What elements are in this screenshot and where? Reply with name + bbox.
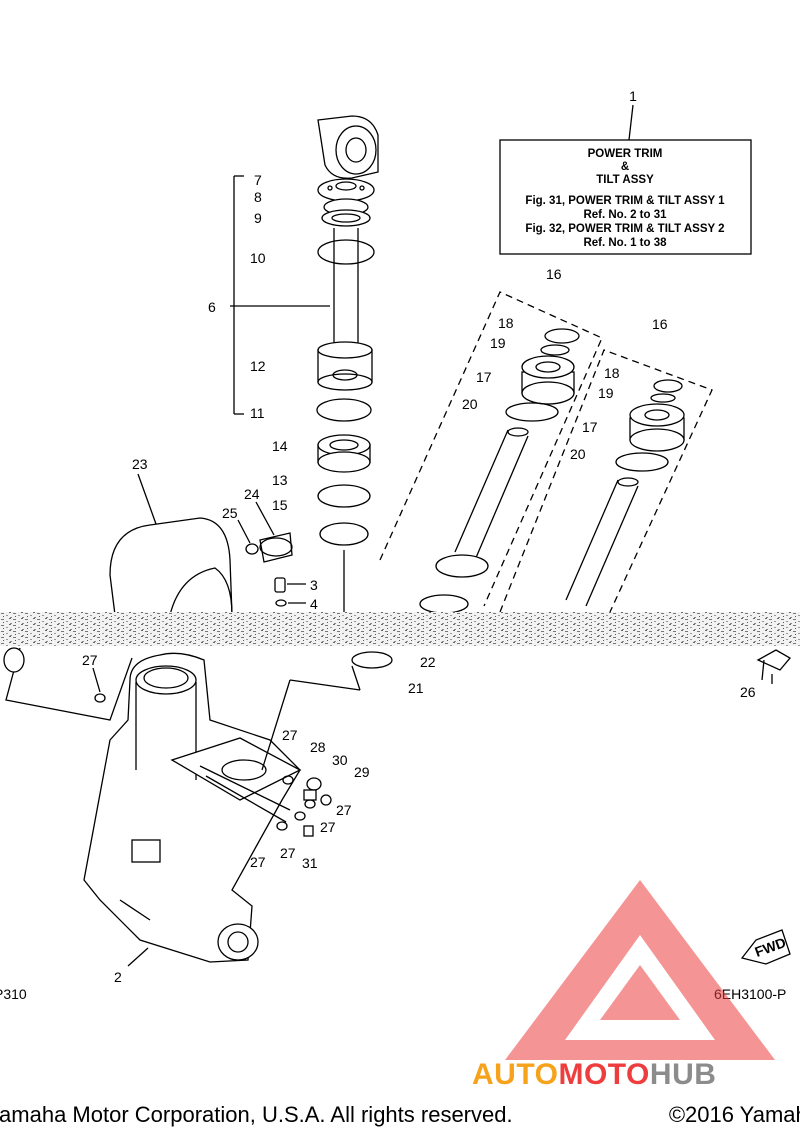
- cylinder-kit-right: [499, 349, 713, 613]
- part-label-15: 15: [272, 497, 288, 513]
- part-label-17-right: 17: [582, 419, 598, 435]
- part-label-2: 2: [114, 969, 122, 985]
- part-label-6: 6: [208, 299, 216, 315]
- cylinder-kit-left: [379, 291, 603, 614]
- watermark-part-2: MOTO: [558, 1058, 650, 1091]
- tilt-rod-assembly: [230, 115, 379, 612]
- part-label-23: 23: [132, 456, 148, 472]
- part-label-13: 13: [272, 472, 288, 488]
- part-label-4: 4: [310, 596, 318, 612]
- part-label-27-c: 27: [336, 802, 352, 818]
- upper-components-left: [109, 473, 306, 616]
- part-label-27-f: 27: [250, 854, 266, 870]
- diagram-code-right: 6EH3100-P: [714, 986, 786, 1002]
- part-label-24: 24: [244, 486, 260, 502]
- copyright-left: Yamaha Motor Corporation, U.S.A. All rig…: [0, 1102, 513, 1127]
- part-label-22: 22: [420, 654, 436, 670]
- part-label-20-right: 20: [570, 446, 586, 462]
- part-label-20-left: 20: [462, 396, 478, 412]
- part-label-31: 31: [302, 855, 318, 871]
- scan-noise-band: [0, 612, 800, 646]
- part-label-12: 12: [250, 358, 266, 374]
- part-label-29: 29: [354, 764, 370, 780]
- watermark-brand: AUTOMOTOHUB: [472, 1058, 716, 1092]
- reference-box: [499, 104, 752, 255]
- part-label-8: 8: [254, 189, 262, 205]
- part-label-17-left: 17: [476, 369, 492, 385]
- part-label-9: 9: [254, 210, 262, 226]
- part-label-26: 26: [740, 684, 756, 700]
- part-label-16-right: 16: [652, 316, 668, 332]
- part-label-11: 11: [250, 405, 265, 421]
- part-label-18-right: 18: [604, 365, 620, 381]
- box-line-5: Ref. No. 2 to 31: [583, 209, 667, 221]
- box-line-2: &: [621, 161, 629, 173]
- part-label-16-left: 16: [546, 266, 562, 282]
- part-label-19-right: 19: [598, 385, 614, 401]
- part-label-27-b: 27: [282, 727, 298, 743]
- part-label-27-a: 27: [82, 652, 98, 668]
- diagram-code-left: P310: [0, 986, 27, 1002]
- small-fittings: [92, 649, 791, 837]
- box-line-3: TILT ASSY: [596, 174, 654, 186]
- part-label-27-d: 27: [320, 819, 336, 835]
- part-label-21: 21: [408, 680, 424, 696]
- ref-1-label: 1: [629, 88, 637, 104]
- copyright-right: ©2016 Yamaha: [668, 1102, 800, 1127]
- watermark-part-3: HUB: [649, 1058, 717, 1091]
- fwd-arrow-icon: [740, 929, 791, 965]
- part-label-30: 30: [332, 752, 348, 768]
- part-label-14: 14: [272, 438, 288, 454]
- part-label-10: 10: [250, 250, 266, 266]
- reference-box-text: 1 POWER TRIM & TILT ASSY Fig. 31, POWER …: [525, 88, 725, 249]
- box-line-4: Fig. 31, POWER TRIM & TILT ASSY 1: [525, 195, 725, 207]
- part-number-labels: 7 8 9 10 6 12 11 14 13 15 16 16 18 19 17…: [82, 172, 756, 985]
- watermark-part-1: AUTO: [472, 1058, 559, 1091]
- part-label-28: 28: [310, 739, 326, 755]
- box-line-6: Fig. 32, POWER TRIM & TILT ASSY 2: [525, 223, 724, 235]
- part-label-27-e: 27: [280, 845, 296, 861]
- part-label-3: 3: [310, 577, 318, 593]
- watermark-logo-icon: [505, 880, 775, 1060]
- box-line-7: Ref. No. 1 to 38: [583, 237, 667, 249]
- part-label-19-left: 19: [490, 335, 506, 351]
- part-label-25: 25: [222, 505, 238, 521]
- part-label-18-left: 18: [498, 315, 514, 331]
- part-label-7: 7: [254, 172, 262, 188]
- box-line-1: POWER TRIM: [588, 148, 663, 160]
